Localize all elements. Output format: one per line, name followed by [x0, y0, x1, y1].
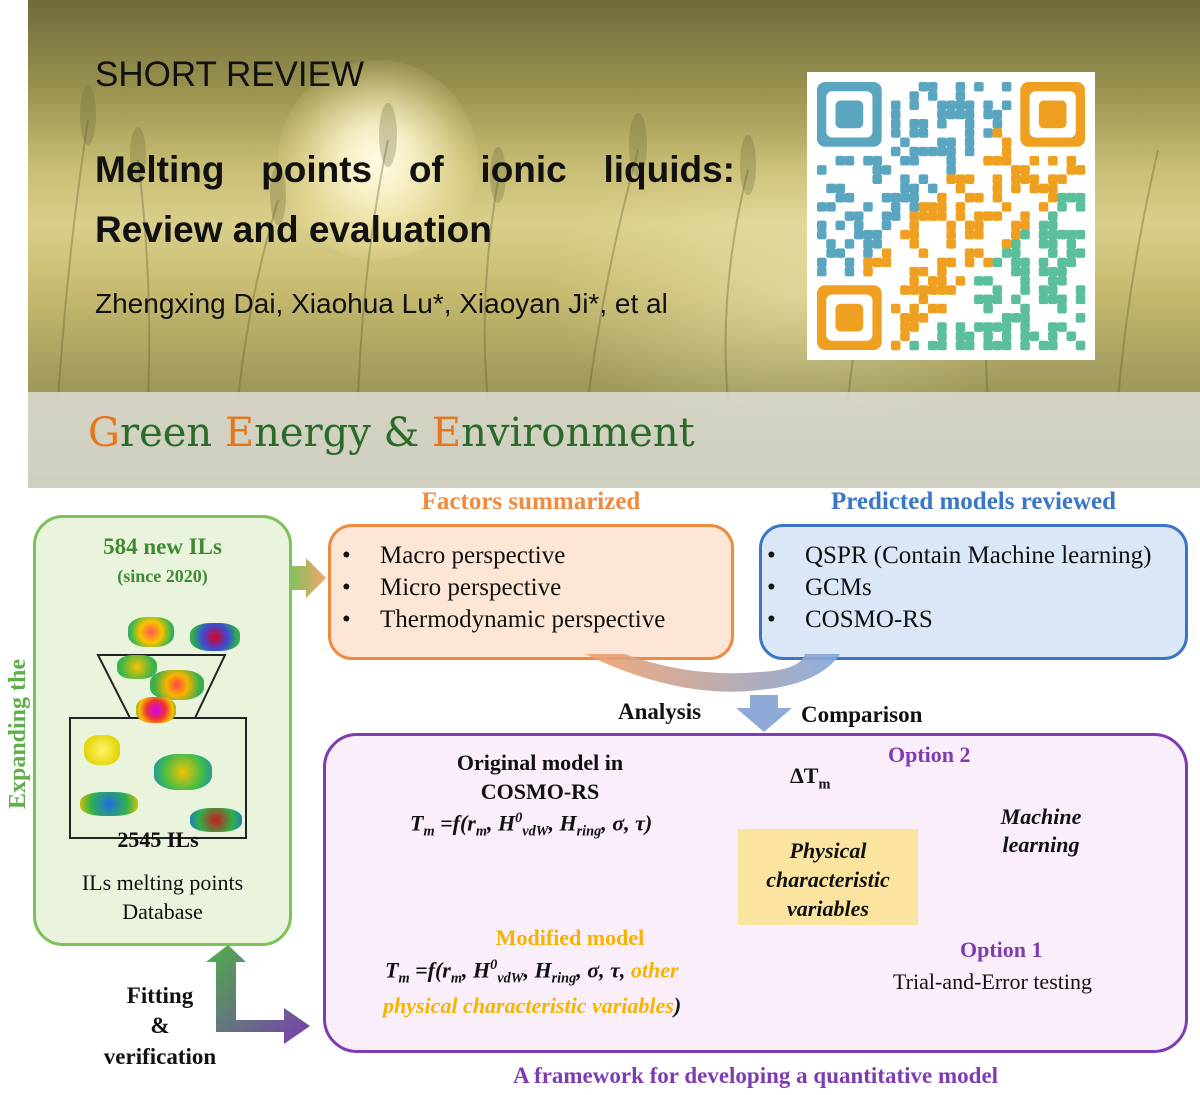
molecule-icon — [84, 735, 120, 765]
models-heading: Predicted models reviewed — [830, 488, 1117, 515]
modified-equation: Tm =f(rm, H0vdW, Hring, σ, τ, other — [385, 957, 679, 987]
fitting-label-line3: verification — [103, 1044, 217, 1069]
physical-variables-label: Physical characteristic variables — [766, 838, 890, 921]
analysis-label: Analysis — [618, 699, 702, 724]
original-model-line1: Original model in — [456, 750, 624, 775]
option-2-label: Option 2 — [888, 742, 971, 767]
journal-text: nergy & — [254, 410, 432, 456]
database-label-line1: ILs melting points — [81, 870, 244, 895]
title-line-2: Review and evaluation — [95, 209, 492, 250]
factors-list: •Macro perspective •Micro perspective •T… — [342, 540, 665, 636]
modified-model-label: Modified model — [495, 925, 645, 950]
title-word: liquids: — [603, 149, 735, 190]
article-title: Melting points of ionic liquids: Review … — [95, 140, 735, 260]
journal-strip — [28, 392, 1200, 488]
fitting-label-line2: & — [150, 1013, 170, 1038]
molecule-icon — [154, 754, 212, 790]
option-1-label: Option 1 — [960, 937, 1043, 962]
title-word: ionic — [480, 149, 567, 190]
model-item: •COSMO-RS — [767, 606, 933, 633]
database-label-line2: Database — [122, 899, 203, 924]
qr-code[interactable] — [807, 72, 1095, 360]
journal-text: reen — [119, 410, 225, 456]
qr-code-graphic — [817, 82, 1086, 351]
molecule-icon — [190, 623, 240, 651]
journal-text: nvironment — [461, 410, 695, 456]
fitting-verification-arrow — [206, 945, 310, 1044]
physical-variables-box — [738, 829, 918, 925]
machine-learning-line1: Machine — [1000, 804, 1082, 829]
new-ils-count: 584 new ILs — [103, 534, 222, 559]
molecule-icon — [136, 697, 176, 723]
arrow-down-to-framework — [736, 695, 792, 732]
original-equation: Tm =f(rm, H0vdW, Hring, σ, τ) — [410, 810, 653, 840]
factors-box — [328, 524, 734, 660]
original-model-line2: COSMO-RS — [480, 779, 600, 804]
sun-glow — [278, 60, 478, 260]
article-type-label: SHORT REVIEW — [95, 55, 365, 94]
authors: Zhengxing Dai, Xiaohua Lu*, Xiaoyan Ji*,… — [95, 288, 668, 319]
journal-initial: G — [88, 410, 120, 456]
journal-initial: E — [224, 410, 255, 456]
molecule-icon — [190, 808, 242, 832]
factor-item: •Thermodynamic perspective — [342, 606, 666, 633]
journal-name: Green Energy & Environment — [88, 410, 695, 456]
molecule-icon — [117, 655, 157, 679]
molecule-icon — [150, 670, 204, 700]
database-box — [33, 515, 292, 946]
model-item: •GCMs — [767, 574, 872, 601]
model-item: •QSPR (Contain Machine learning) — [767, 542, 1152, 569]
arrow-to-factors — [290, 558, 326, 598]
models-list: •QSPR (Contain Machine learning) •GCMs •… — [767, 540, 1151, 636]
since-label: (since 2020) — [117, 566, 208, 586]
machine-learning-line2: learning — [1002, 832, 1080, 857]
factors-heading: Factors summarized — [421, 488, 641, 515]
title-word: points — [261, 149, 373, 190]
trial-error-label: Trial-and-Error testing — [893, 969, 1092, 994]
delta-tm: ΔTm — [790, 763, 831, 793]
factor-item: •Macro perspective — [342, 542, 566, 569]
journal-initial: E — [431, 410, 462, 456]
total-ils-count: 2545 ILs — [117, 827, 199, 852]
title-word: of — [408, 149, 444, 190]
modified-equation-line2: physical characteristic variables) — [383, 993, 682, 1018]
merge-curve — [585, 654, 840, 692]
molecule-icon — [80, 792, 138, 816]
comparison-label: Comparison — [801, 702, 923, 727]
models-box — [759, 524, 1188, 660]
factor-item: •Micro perspective — [342, 574, 562, 601]
title-word: Melting — [95, 149, 225, 190]
fitting-label-line1: Fitting — [126, 983, 194, 1008]
molecule-icon — [128, 617, 174, 647]
framework-caption: A framework for developing a quantitativ… — [512, 1063, 999, 1088]
